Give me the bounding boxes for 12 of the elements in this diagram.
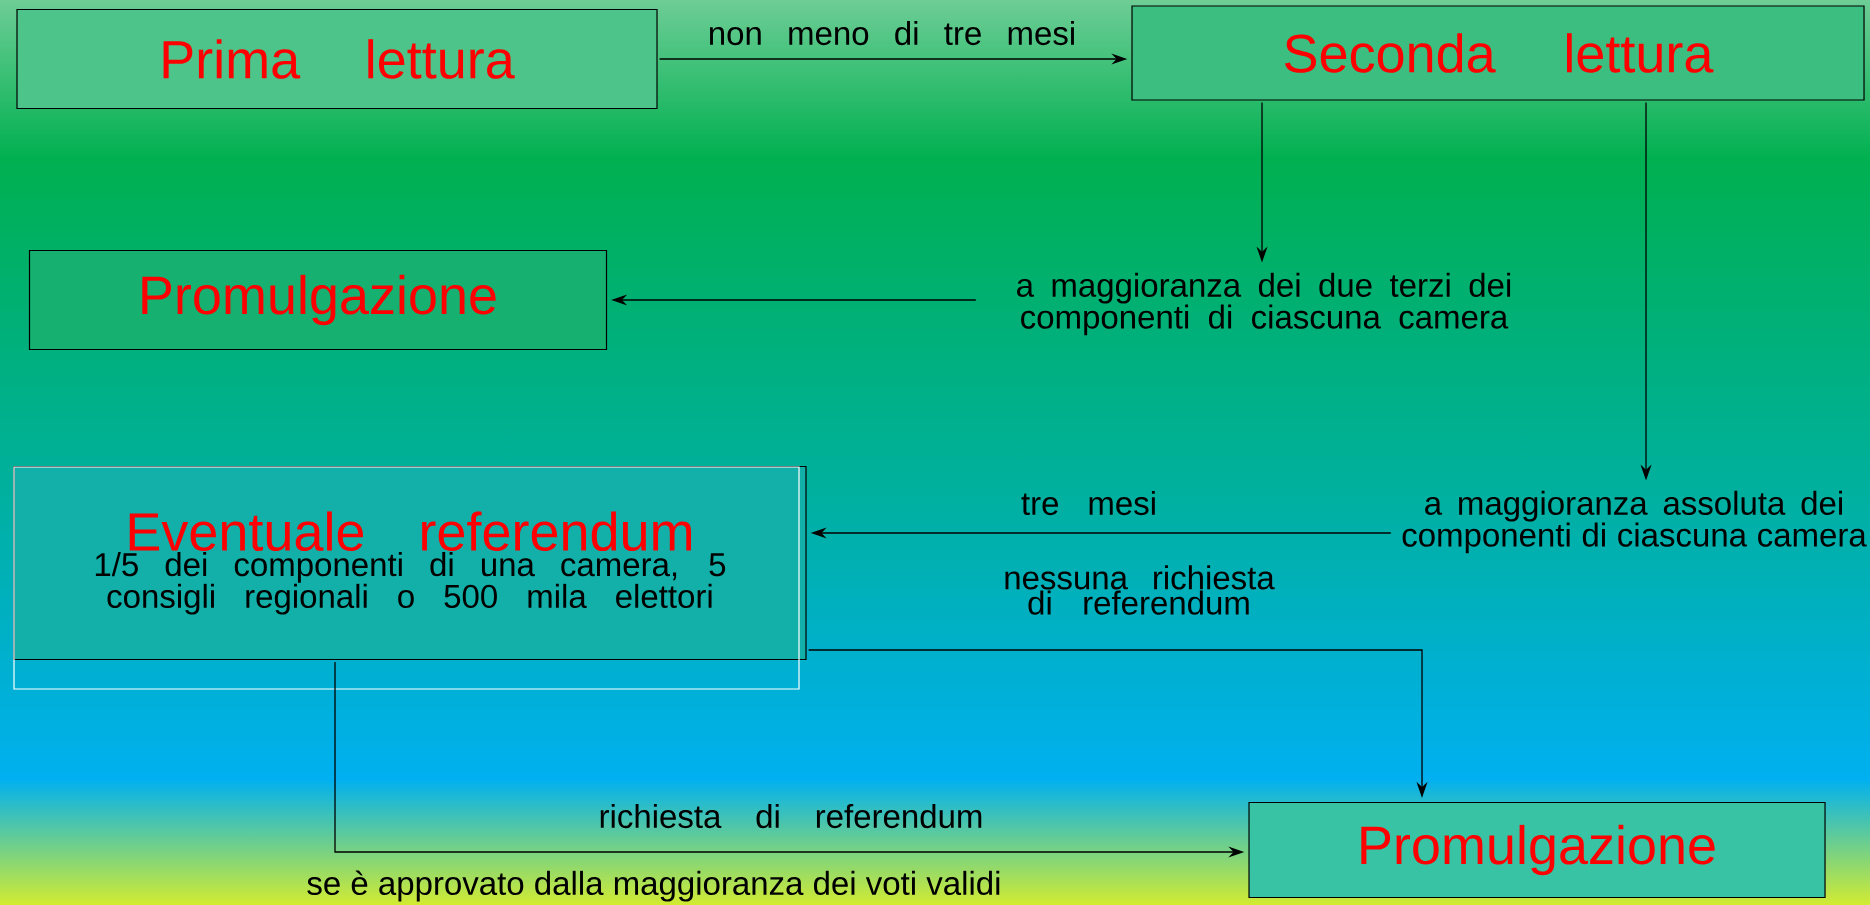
process-box: Seconda lettura xyxy=(1131,5,1865,101)
note-text: se è approvato dalla maggioranza dei voti validi xyxy=(307,870,1000,902)
edge-label: nessuna richiesta di referendum xyxy=(1005,565,1275,615)
edge-label: tre mesi xyxy=(1021,490,1155,516)
process-box: Eventuale referendum 1/5 dei componenti di una camera, 5 consigli regionali o 500 mila elettori xyxy=(13,465,807,690)
process-box: Promulgazione xyxy=(28,249,608,351)
edge-label: richiesta di referendum xyxy=(600,803,982,829)
process-box: Promulgazione xyxy=(1248,801,1826,899)
process-box: Prima lettura xyxy=(16,8,658,110)
condition-text: a maggioranza dei due terzi dei componenti di ciascuna camera xyxy=(1017,272,1511,336)
edge-label: non meno di tre mesi xyxy=(710,20,1074,46)
condition-text: a maggioranza assoluta dei componenti di ciascuna camera xyxy=(1402,490,1867,554)
